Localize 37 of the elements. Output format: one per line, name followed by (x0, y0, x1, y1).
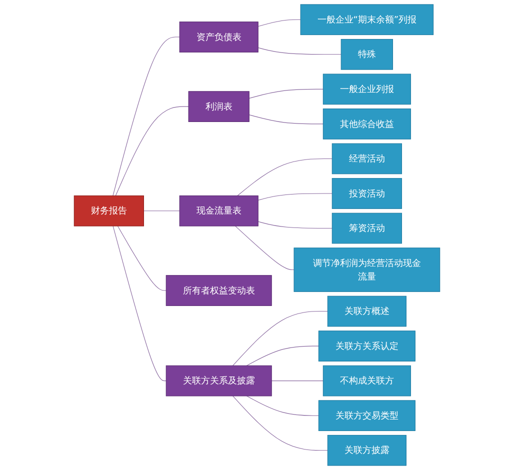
connector (112, 36, 180, 196)
connector (258, 193, 332, 200)
node-box: 调节净利润为经营活动现金流量 (294, 248, 440, 292)
node-box: 所有者权益变动表 (166, 275, 272, 306)
node-box: 投资活动 (332, 178, 402, 209)
node-box: 一般企业“期末余额”列报 (300, 4, 434, 36)
connector (232, 396, 328, 451)
connector (143, 210, 180, 212)
node-box: 利润表 (188, 91, 250, 122)
connector (246, 396, 319, 416)
connector (112, 226, 166, 382)
connector (248, 88, 324, 99)
node-box: 关联方概述 (327, 296, 406, 327)
node-box: 关联方关系及披露 (166, 365, 272, 396)
connector (235, 226, 294, 270)
node-box: 一般企业列报 (322, 74, 411, 105)
node-box: 现金流量表 (179, 195, 258, 226)
connector (237, 158, 332, 196)
node-box: 资产负债表 (179, 22, 258, 52)
node-box: 其他综合收益 (322, 108, 411, 140)
connector (271, 380, 324, 382)
connector (248, 114, 324, 124)
connector (115, 106, 189, 196)
connector (232, 311, 328, 366)
connector (117, 226, 166, 291)
node-box: 关联方关系认定 (318, 330, 416, 362)
node-box: 财务报告 (74, 195, 144, 226)
node-box: 不构成关联方 (322, 365, 411, 396)
node-box: 特殊 (340, 38, 393, 70)
connector (258, 221, 332, 229)
connector (258, 47, 342, 55)
connector (258, 19, 301, 27)
node-box: 关联方披露 (327, 434, 406, 466)
node-box: 筹资活动 (332, 212, 402, 244)
connector (246, 346, 319, 366)
node-box: 关联方交易类型 (318, 400, 416, 432)
node-box: 经营活动 (332, 143, 402, 174)
